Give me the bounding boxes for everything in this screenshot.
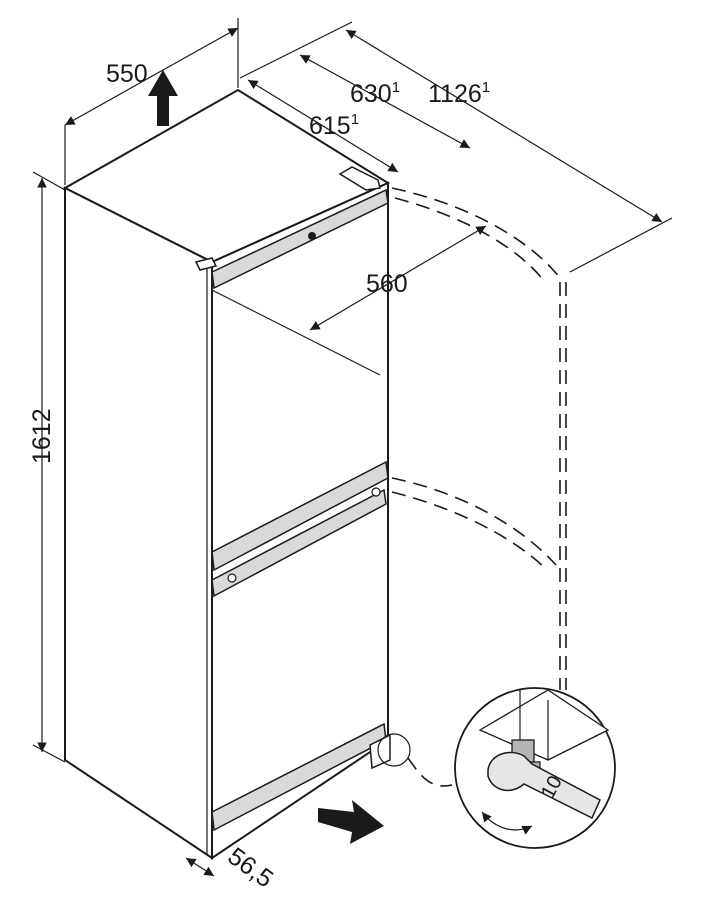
dimension-615: 6151: [247, 79, 399, 173]
dimension-label-630: 6301: [350, 79, 400, 108]
dimension-label-1612: 1612: [28, 408, 56, 464]
door-handle-middle: [211, 460, 389, 598]
dimension-label-56-5: 56,5: [222, 842, 278, 893]
open-door-outline: [391, 187, 567, 690]
dimension-label-550: 550: [106, 60, 148, 88]
dimension-label-1126: 11261: [428, 79, 490, 108]
up-arrow-icon: [148, 70, 178, 126]
dimension-1612: 1612: [28, 171, 66, 763]
plinth: [211, 722, 391, 832]
fridge-body: [62, 88, 391, 860]
right-arrow-icon: [318, 800, 384, 844]
foot-detail-callout: 10: [377, 687, 616, 849]
dimension-label-615: 6151: [309, 111, 359, 140]
dimension-560: 560: [211, 225, 487, 376]
dimension-550: 550: [64, 18, 239, 185]
dimension-label-560: 560: [366, 270, 408, 298]
rotation-arrow-icon: [481, 811, 533, 835]
